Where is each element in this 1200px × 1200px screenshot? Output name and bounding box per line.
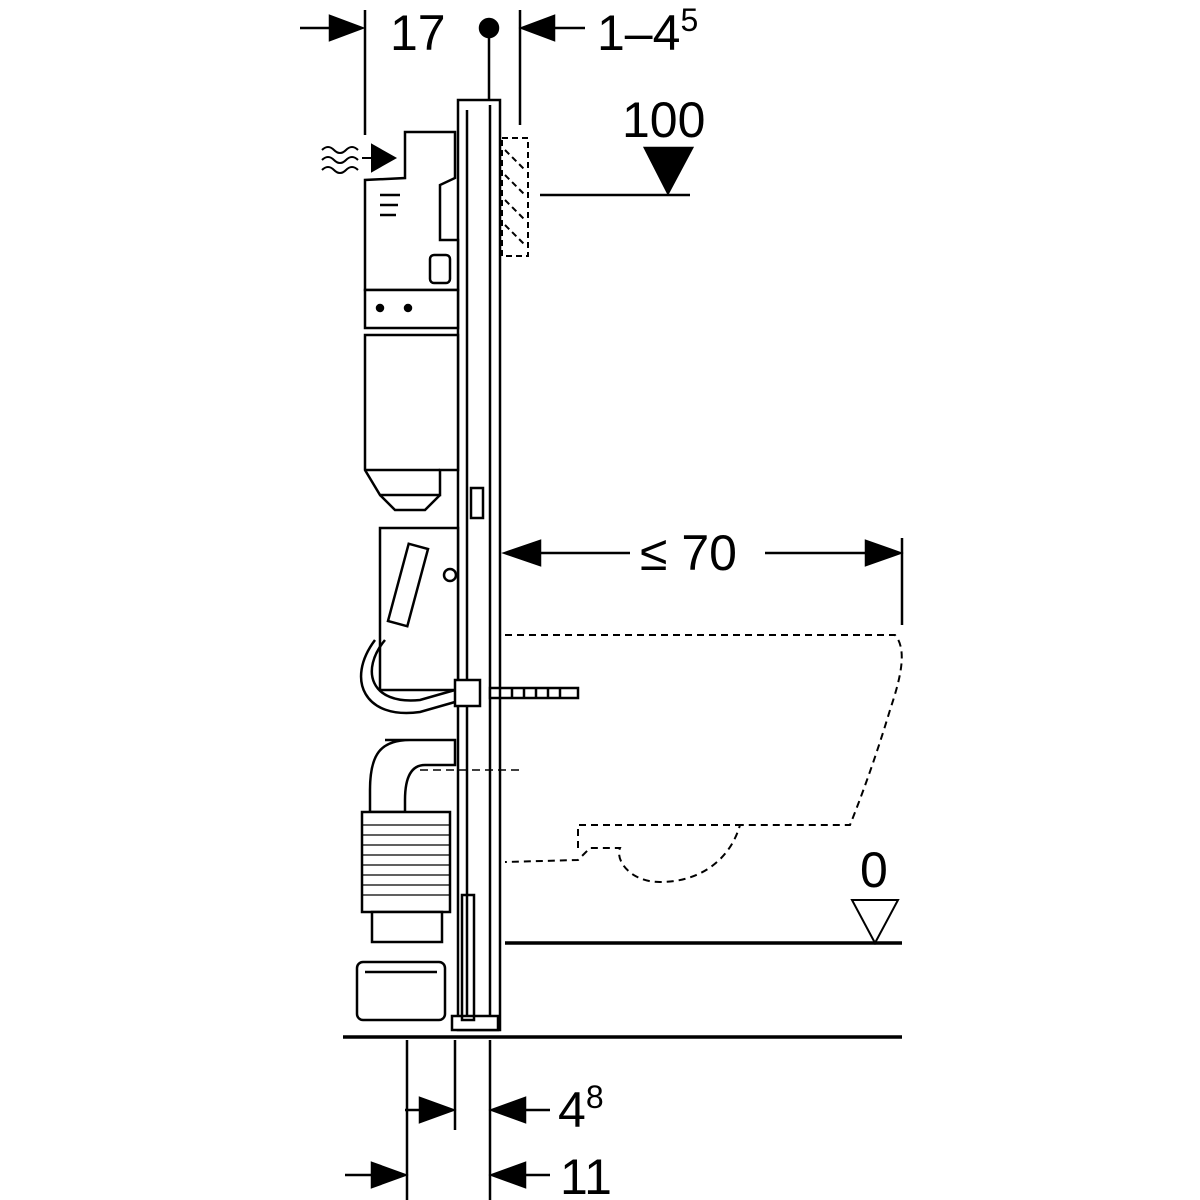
floor-level-marker [505,899,902,946]
installation-frame [450,98,502,1032]
fixing-bolt [488,686,580,700]
label-17: 17 [390,5,446,61]
label-100: 100 [622,92,706,148]
connector-assembly [359,526,482,715]
bottom-dimensions [345,1040,550,1200]
dimension-17 [300,10,367,135]
height-marker-100 [540,146,695,197]
label-sup: 5 [680,2,699,38]
label-main: 4 [558,1082,586,1138]
toilet-bowl-outline [504,634,903,884]
label-11: 11 [560,1149,612,1200]
water-supply-icon [321,143,398,174]
label-max-70: ≤ 70 [640,525,737,581]
drain-pipe [355,738,520,1022]
label-4-8: 48 [558,1081,604,1138]
label-main: 1–4 [597,5,681,61]
label-1-4-5: 1–45 [597,4,698,61]
dimension-projection [501,538,904,625]
label-sup: 8 [585,1079,604,1115]
flush-plate-outline [501,137,529,257]
cistern [363,130,460,512]
dimension-1-4-5 [478,10,585,125]
label-0: 0 [860,842,888,898]
